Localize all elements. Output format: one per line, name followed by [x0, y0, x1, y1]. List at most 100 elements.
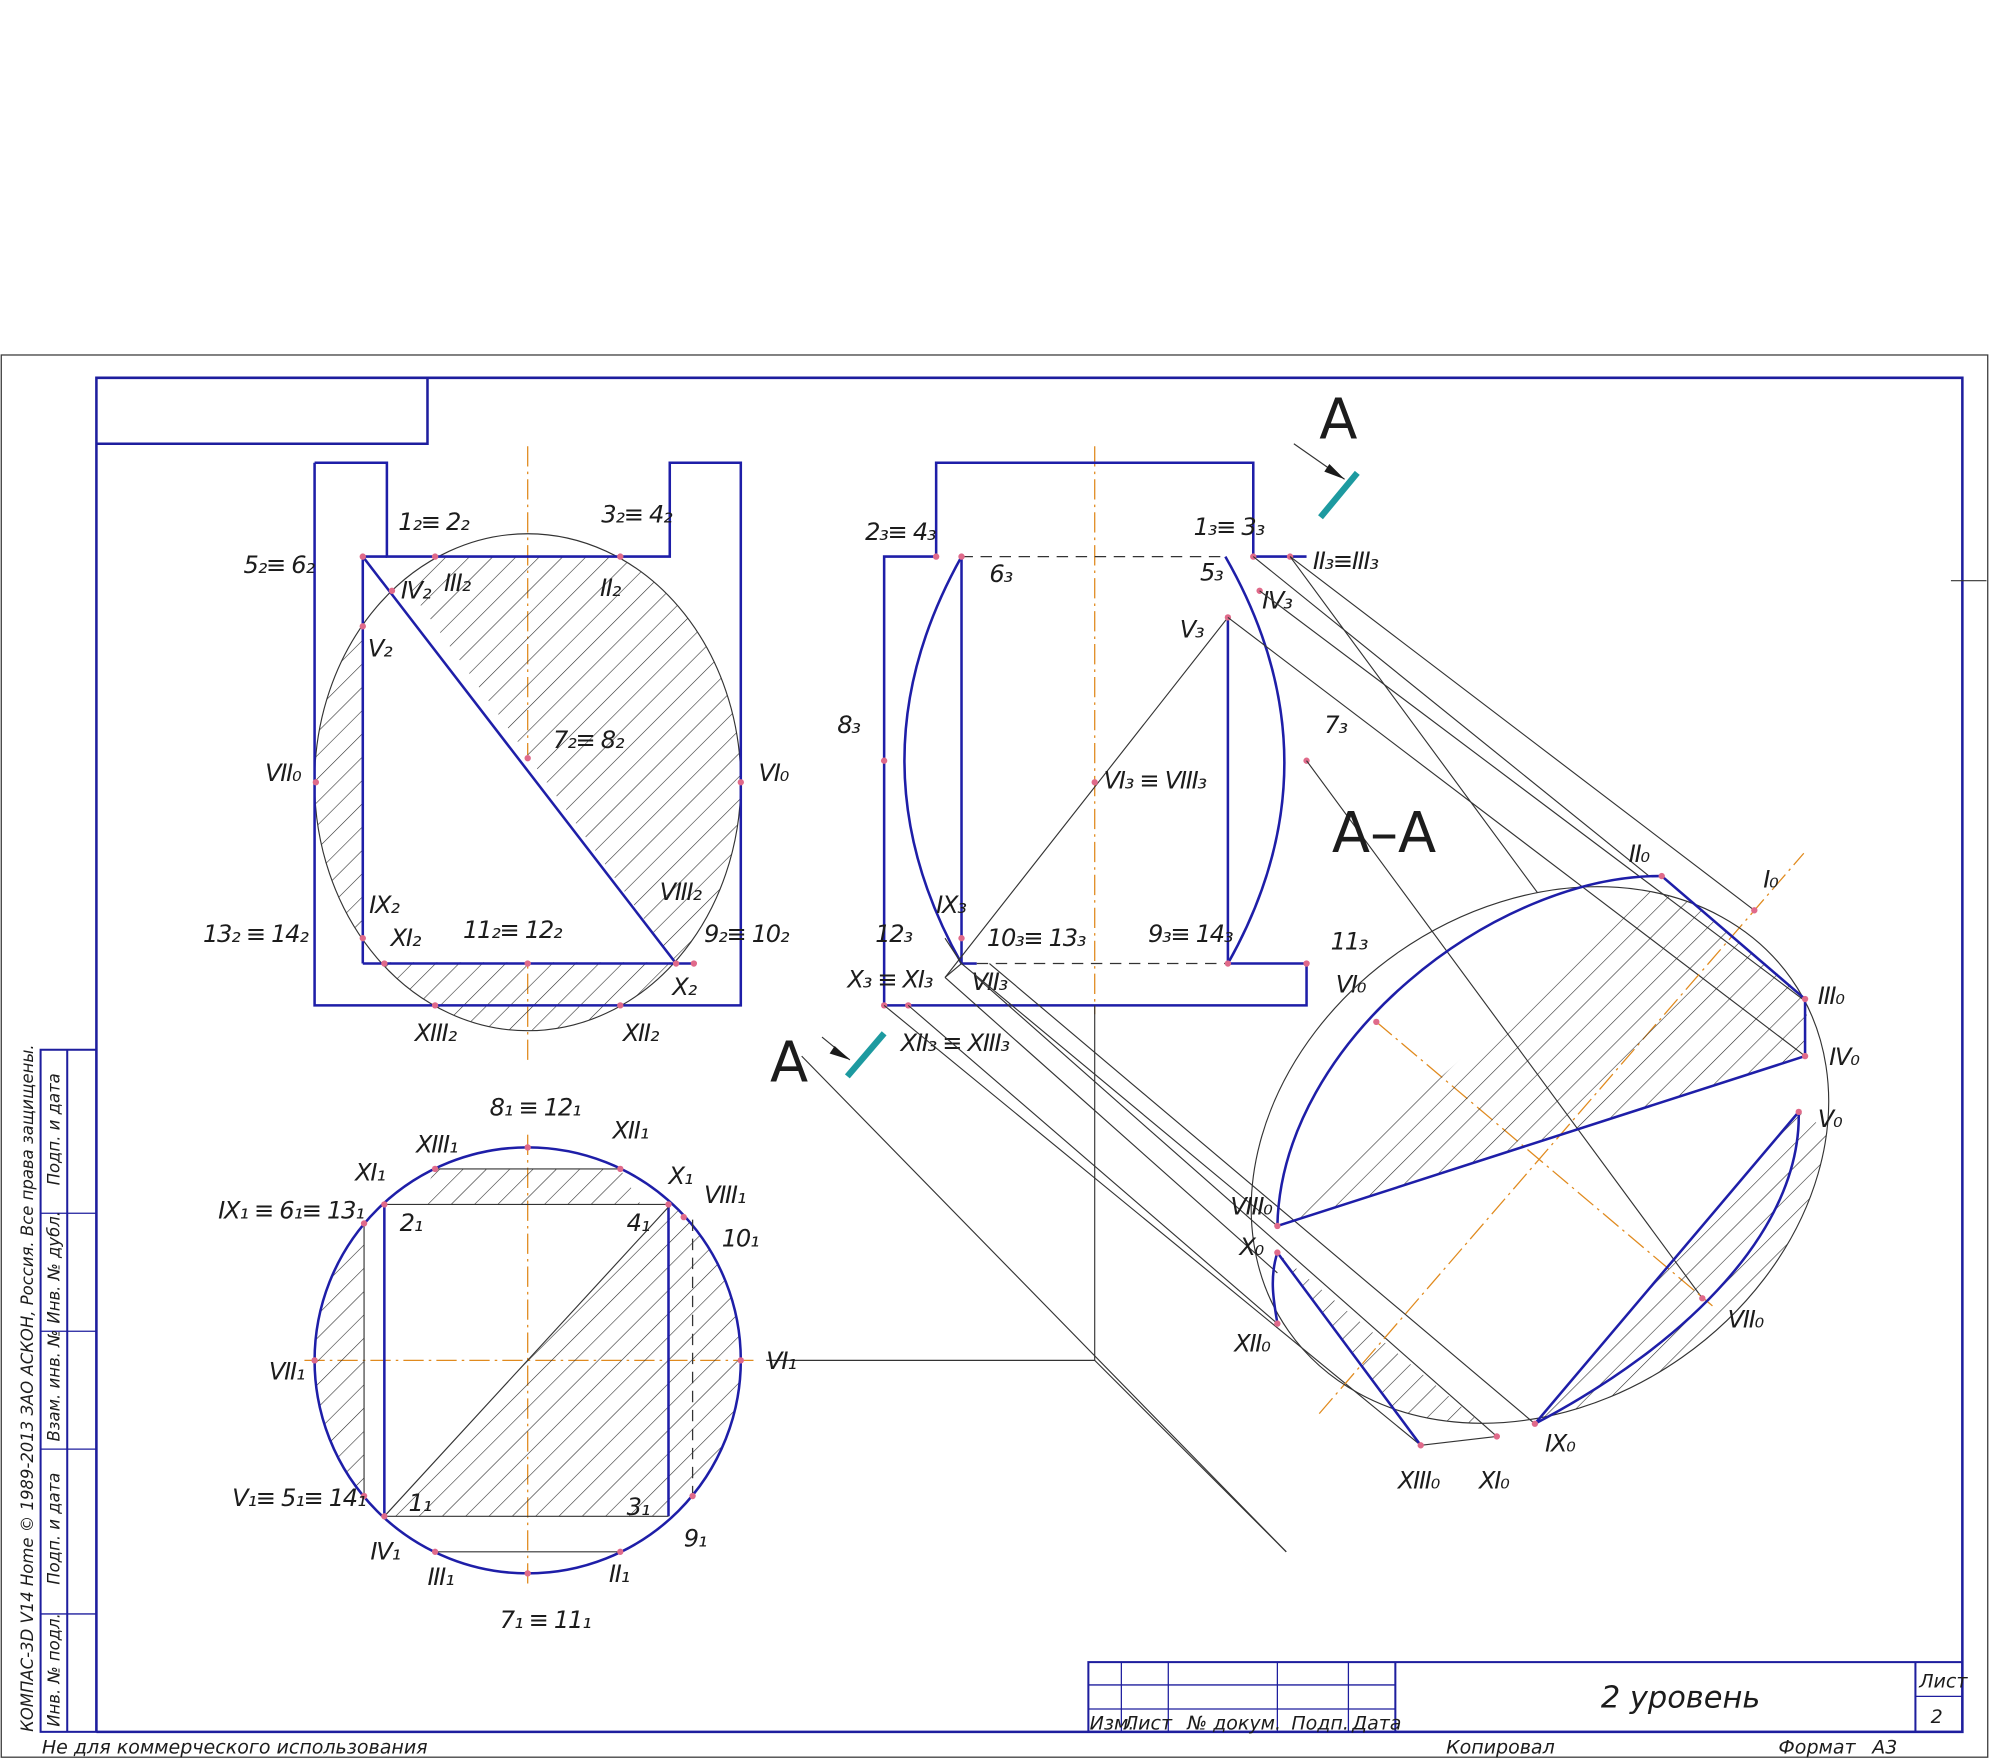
front-label-XI: XI₂ — [389, 924, 422, 952]
side-label-IX: IX₃ — [936, 891, 966, 919]
front-label-XII: XII₂ — [621, 1019, 660, 1047]
side-label-V: V₃ — [1180, 616, 1204, 644]
sec-label-XII: XII₀ — [1232, 1330, 1271, 1358]
top-label-XI: XI₁ — [353, 1158, 385, 1186]
tb-col-data: Дата — [1351, 1712, 1401, 1734]
side-label-12: 12₃ — [875, 920, 912, 948]
top-label-X: X₁ — [666, 1162, 692, 1190]
section-letter-bottom: A — [770, 1030, 808, 1095]
top-label-8-12: 8₁ ≡ 12₁ — [490, 1094, 581, 1122]
side-label-IV: IV₃ — [1262, 587, 1292, 615]
footer-noncommercial: Не для коммерческого использования — [42, 1736, 428, 1758]
section-title: A–A — [1332, 801, 1436, 866]
front-label-XIII: XIII₂ — [413, 1019, 458, 1047]
side-label-7: 7₃ — [1324, 711, 1347, 739]
sec-label-X: X₀ — [1237, 1233, 1264, 1261]
sec-label-IX: IX₀ — [1545, 1430, 1576, 1458]
sheet-outer-border — [0, 354, 1989, 1758]
side-label-VI0: VI₀ — [1336, 971, 1367, 999]
side-stamp: КОМПАС-3D V14 Home © 1989-2013 ЗАО АСКОН… — [18, 1044, 98, 1733]
side-field-5: Инв. № подл. — [45, 1613, 64, 1727]
front-label-II: II₂ — [600, 574, 622, 602]
side-field-4: Подп. и дата — [45, 1473, 64, 1585]
front-label-X: X₂ — [670, 973, 697, 1001]
title-block: Изм. Лист № докум. Подп. Дата 2 уровень … — [1087, 1661, 1968, 1734]
top-label-2: 2₁ — [400, 1209, 423, 1237]
top-label-4: 4₁ — [627, 1209, 650, 1237]
side-label-10-13: 10₃≡ 13₃ — [987, 924, 1086, 952]
side-field-2: Инв. № дубл. — [45, 1211, 64, 1324]
footer: Не для коммерческого использования Копир… — [42, 1736, 1898, 1758]
front-label-1-2: 1₂≡ 2₂ — [398, 508, 470, 536]
projection-lines — [801, 556, 1806, 1553]
front-label-11-12: 11₂≡ 12₂ — [463, 916, 563, 944]
top-label-1: 1₁ — [408, 1489, 431, 1517]
top-label-V-5-14: V₁≡ 5₁≡ 14₁ — [232, 1484, 366, 1512]
side-field-1: Подп. и дата — [45, 1073, 64, 1185]
title-stamp-top-box — [96, 377, 429, 446]
top-label-VII: VII₁ — [269, 1357, 305, 1385]
sec-label-XI: XI₀ — [1477, 1466, 1510, 1494]
front-label-VI0: VI₀ — [759, 759, 790, 787]
sec-label-III: III₀ — [1818, 982, 1846, 1010]
top-label-VI: VI₁ — [766, 1347, 796, 1375]
front-label-IV: IV₂ — [401, 576, 432, 604]
top-label-XII: XII₁ — [611, 1117, 649, 1145]
top-label-IX-6-13: IX₁ ≡ 6₁≡ 13₁ — [218, 1196, 364, 1224]
top-label-VIII: VIII₁ — [704, 1181, 746, 1209]
tb-col-podp: Подп. — [1291, 1712, 1349, 1734]
front-label-3-4: 3₂≡ 4₂ — [601, 500, 673, 528]
footer-format-value: А3 — [1870, 1736, 1897, 1758]
top-label-II: II₁ — [609, 1560, 630, 1588]
side-label-8: 8₃ — [837, 711, 860, 739]
top-label-III: III₁ — [427, 1563, 454, 1591]
top-label-IV: IV₁ — [370, 1537, 400, 1565]
front-label-13-14: 13₂ ≡ 14₂ — [203, 920, 309, 948]
section-view: II₀ I₀ III₀ IV₀ V₀ VIII₀ X₀ XII₀ VII₀ XI… — [1230, 840, 1861, 1494]
footer-format-label: Формат — [1778, 1736, 1856, 1758]
front-label-VIII: VIII₂ — [660, 878, 703, 906]
front-view: 1₂≡ 2₂ 3₂≡ 4₂ 5₂≡ 6₂ IV₂ III₂ II₂ V₂ 7₂≡… — [203, 446, 791, 1063]
front-label-7-8: 7₂≡ 8₂ — [553, 726, 625, 754]
side-label-11: 11₃ — [1331, 928, 1368, 956]
side-label-9-14: 9₃≡ 14₃ — [1148, 920, 1233, 948]
side-label-VI-VIII: VI₃ ≡ VIII₃ — [1104, 767, 1207, 795]
top-label-XIII: XIII₁ — [414, 1130, 458, 1158]
top-view: 8₁ ≡ 12₁ XIII₁ XII₁ XI₁ X₁ VIII₁ IX₁ ≡ 6… — [218, 1094, 797, 1634]
front-label-9-10: 9₂≡ 10₂ — [704, 920, 790, 948]
sec-label-VIII: VIII₀ — [1230, 1193, 1273, 1221]
side-view: 2₃≡ 4₃ 6₃ 1₃≡ 3₃ 5₃ IV₃ V₃ II₃≡III₃ 8₃ 7… — [766, 446, 1380, 1553]
sec-label-XIII: XIII₀ — [1396, 1466, 1441, 1494]
side-label-2-4: 2₃≡ 4₃ — [865, 518, 936, 546]
top-label-10: 10₁ — [722, 1224, 759, 1252]
section-marks: A A A–A — [770, 388, 1436, 1096]
side-label-II-III: II₃≡III₃ — [1313, 547, 1378, 575]
side-label-5: 5₃ — [1200, 559, 1223, 587]
tb-col-izm: Изм. — [1090, 1712, 1135, 1734]
front-label-IX: IX₂ — [369, 891, 400, 919]
front-label-VII0: VII₀ — [265, 759, 302, 787]
front-label-III: III₂ — [444, 569, 472, 597]
footer-copied: Копировал — [1446, 1736, 1555, 1758]
sec-label-V: V₀ — [1818, 1105, 1843, 1133]
top-label-7-11: 7₁ ≡ 11₁ — [500, 1606, 591, 1634]
side-label-1-3: 1₃≡ 3₃ — [1194, 513, 1265, 541]
top-label-3: 3₁ — [627, 1493, 650, 1521]
sec-label-II: II₀ — [1629, 840, 1651, 868]
sec-label-VII: VII₀ — [1728, 1305, 1765, 1333]
front-label-V: V₂ — [368, 635, 393, 663]
tb-col-list: Лист — [1123, 1712, 1173, 1734]
tb-sheet-label: Лист — [1918, 1670, 1968, 1692]
sec-label-I: I₀ — [1763, 865, 1779, 893]
kompas-copyright: КОМПАС-3D V14 Home © 1989-2013 ЗАО АСКОН… — [18, 1044, 37, 1731]
top-label-9: 9₁ — [684, 1525, 707, 1553]
section-letter-top: A — [1319, 388, 1357, 453]
tb-col-doc: № докум. — [1186, 1712, 1281, 1734]
side-label-XII-XIII: XII₃ ≡ XIII₃ — [899, 1029, 1010, 1057]
tb-designation: 2 уровень — [1601, 1681, 1760, 1716]
front-label-5-6: 5₂≡ 6₂ — [244, 551, 316, 579]
side-label-X-XI: X₃ ≡ XI₃ — [845, 966, 932, 994]
sec-label-IV: IV₀ — [1829, 1043, 1860, 1071]
side-label-VII: VII₃ — [972, 968, 1008, 996]
